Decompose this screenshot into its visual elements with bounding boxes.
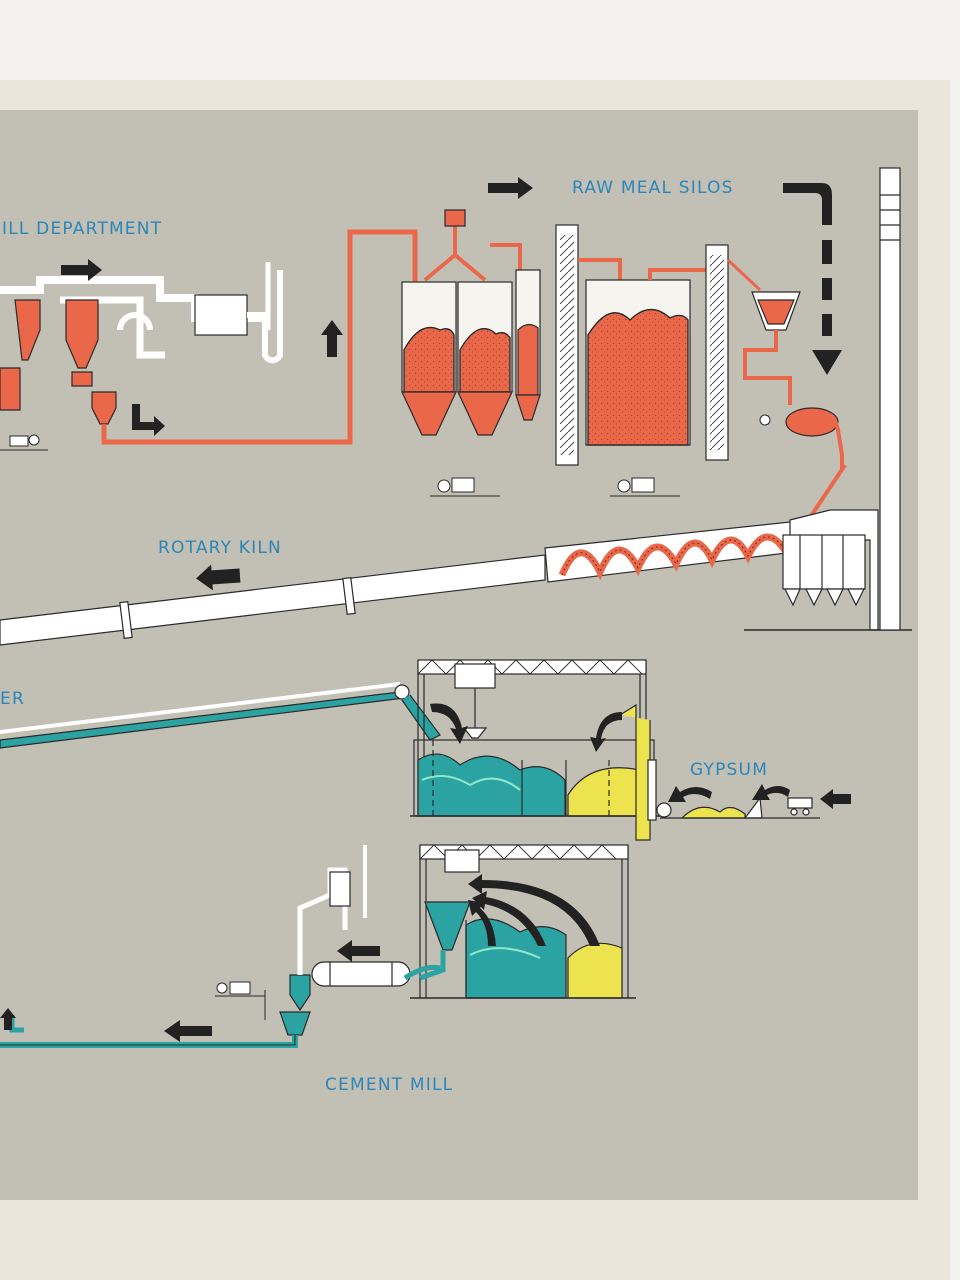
label-mill-department: ILL DEPARTMENT [2,219,162,239]
arrow-left-icon [668,786,712,802]
arrow-curve-icon [468,900,496,946]
arrow-curve-icon [472,891,546,946]
cooler-and-clinker-store [0,659,820,841]
silo-3 [515,269,541,421]
arrow-curve-icon [590,712,622,752]
label-gypsum: GYPSUM [690,760,768,780]
arrow-curve-icon [468,874,600,946]
raw-meal-silos [401,209,847,546]
arrow-up-icon [321,320,343,357]
silo-1 [401,281,457,436]
label-cement-mill: CEMENT MILL [325,1075,453,1095]
flow-arrows [0,177,851,1042]
arrow-right-icon [488,177,533,199]
arrow-left-icon [752,784,790,800]
arrow-right-icon [61,259,102,281]
raw-mill-department [0,229,418,451]
arrow-curve-icon [430,703,468,744]
silo-2 [457,281,513,436]
chimney [879,167,901,631]
electrostatic-filter [194,294,248,336]
arrow-left-icon [196,564,241,591]
arrow-up-icon [0,1008,16,1030]
arrow-left-icon [337,940,380,962]
arrow-turn-icon [132,404,165,436]
rotary-kiln [0,167,912,646]
rail-wagon [787,797,813,816]
arrow-left-icon [164,1020,212,1042]
board-face [0,110,918,1200]
arrow-left-icon [820,789,851,809]
label-rotary-kiln: ROTARY KILN [158,538,282,558]
label-cooler: ER [0,689,25,709]
label-raw-meal-silos: RAW MEAL SILOS [572,178,734,198]
blending-silo [585,268,720,446]
arrow-curve-down-icon [783,183,832,225]
